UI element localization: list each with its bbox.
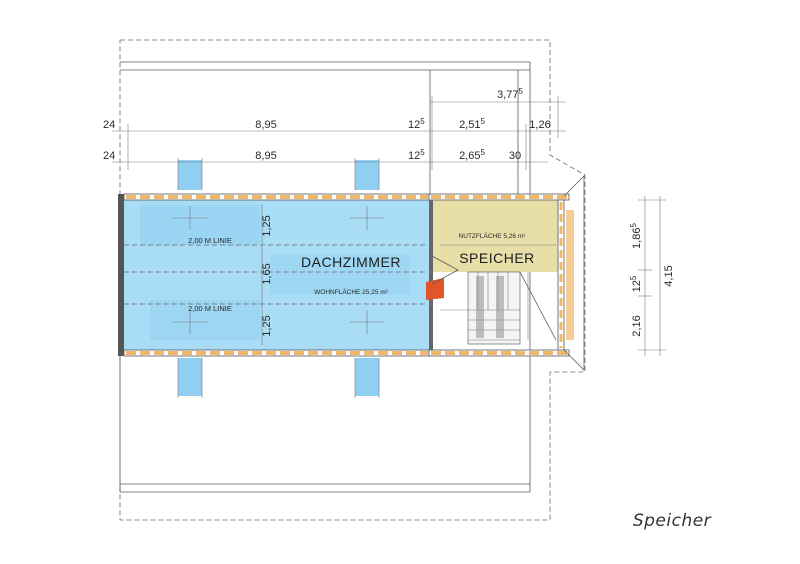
- dim-row2-mid: 125: [408, 148, 425, 162]
- dim-row2-stair: 2,655: [459, 148, 485, 162]
- dim-row1-mid: 125: [408, 117, 425, 131]
- dim-right-b: 125: [629, 275, 643, 292]
- dimension-lines: [112, 96, 666, 356]
- dim-row1-main: 8,95: [255, 119, 276, 131]
- dim-row2-right: 30: [509, 150, 521, 162]
- window-cross-markers: [172, 206, 384, 334]
- dim-row1-left: 24: [103, 119, 115, 131]
- room-name-speicher: SPEICHER: [459, 250, 535, 266]
- room-name-dachzimmer: DACHZIMMER: [301, 254, 401, 270]
- label-line-lower: 2,00 M LINIE: [188, 304, 232, 313]
- roof-outline-outer: [119, 39, 586, 521]
- room-area-dachzimmer: WOHNFLÄCHE 25,25 m²: [314, 288, 389, 296]
- dim-room-v3: 1,25: [261, 315, 273, 336]
- dim-row2-left: 24: [103, 150, 115, 162]
- dim-row1-stair: 2,515: [459, 117, 485, 131]
- dim-room-v1: 1,25: [261, 215, 273, 236]
- stair-arrow-marker: [426, 278, 444, 300]
- dormer-window-top-right: [354, 158, 380, 190]
- dormer-window-bottom-right: [354, 358, 380, 398]
- plan-caption: Speicher: [633, 511, 712, 531]
- dim-top-total: 3,775: [497, 87, 523, 101]
- wall-bottom-speicher: [428, 349, 570, 357]
- wall-partition: [429, 200, 433, 356]
- gable-annex-right: [563, 175, 585, 371]
- dormer-window-top-left: [177, 158, 203, 190]
- wall-gable-left: [118, 194, 124, 356]
- dim-row1-right: 1,26: [529, 119, 550, 131]
- door-swing: [431, 255, 459, 285]
- wall-top-speicher: [428, 193, 570, 201]
- room-area-speicher: NUTZFLÄCHE 5,26 m²: [459, 232, 527, 240]
- dim-right-c: 1,865: [629, 223, 643, 249]
- dim-right-total: 4,15: [663, 265, 675, 286]
- label-line-upper: 2,00 M LINIE: [188, 236, 232, 245]
- staircase: [440, 271, 557, 345]
- dormer-window-bottom-left: [177, 358, 203, 398]
- speicher-floor: [432, 200, 558, 272]
- dim-row2-main: 8,95: [255, 150, 276, 162]
- roof-outline-inner: [120, 61, 531, 493]
- dim-room-v2: 1,65: [261, 263, 273, 284]
- dim-right-a: 2,16: [631, 315, 643, 336]
